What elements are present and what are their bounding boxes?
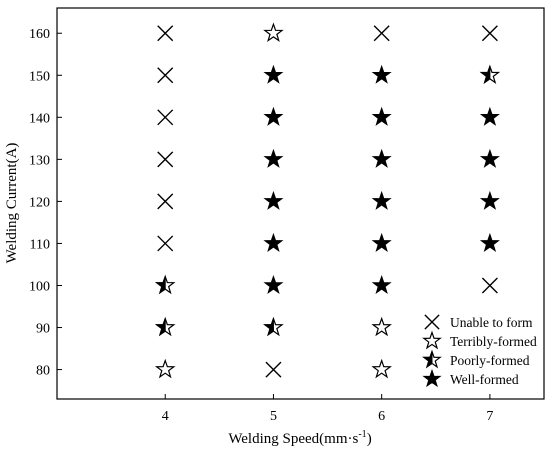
y-tick-label: 90	[36, 322, 50, 337]
x-tick-label: 6	[378, 409, 385, 424]
data-point-filled-star	[479, 106, 500, 126]
data-point-hollow-star	[371, 358, 392, 379]
data-point-filled-star	[479, 190, 500, 210]
data-point-filled-star	[371, 232, 392, 252]
data-point-filled-star	[371, 64, 392, 84]
data-points	[154, 22, 501, 379]
data-point-x	[481, 277, 498, 294]
data-point-filled-star	[263, 232, 284, 252]
x-axis-title-superscript: -1	[358, 429, 366, 440]
y-tick-label: 150	[29, 69, 50, 84]
legend-label: Poorly-formed	[450, 353, 530, 368]
data-point-filled-star	[371, 148, 392, 168]
data-point-hollow-star	[154, 358, 176, 379]
x-tick-label: 5	[270, 409, 277, 424]
y-tick-label: 80	[36, 364, 50, 379]
data-point-half-star	[263, 316, 284, 337]
data-point-x	[157, 25, 174, 42]
y-tick-label: 160	[29, 27, 50, 42]
legend-label: Unable to form	[450, 315, 533, 330]
data-point-x	[157, 193, 174, 210]
data-point-filled-star	[263, 148, 284, 168]
data-point-x	[481, 25, 498, 42]
y-tick-label: 100	[29, 279, 50, 294]
data-point-hollow-star	[263, 22, 284, 42]
legend-label: Terribly-formed	[450, 334, 537, 349]
y-axis-title: Welding Current(A)	[4, 143, 20, 264]
x-axis-title: Welding Speed(mm·s-1)	[228, 429, 371, 447]
data-point-filled-star	[371, 106, 392, 126]
plot-frame	[56, 7, 545, 400]
y-tick-label: 140	[29, 111, 50, 126]
data-point-x	[373, 25, 390, 42]
data-point-half-star	[479, 64, 501, 85]
data-point-x	[157, 235, 174, 252]
axis-ticks	[57, 32, 491, 399]
data-point-half-star	[154, 274, 176, 295]
data-point-x	[157, 67, 174, 84]
data-point-filled-star	[371, 274, 392, 295]
legend-hollow-star-icon	[422, 330, 442, 350]
data-point-filled-star	[479, 148, 500, 168]
data-point-filled-star	[263, 190, 284, 210]
data-point-x	[157, 109, 174, 126]
legend-x-icon	[424, 314, 440, 330]
data-point-half-star	[154, 316, 176, 337]
legend-label: Well-formed	[450, 372, 519, 387]
y-tick-label: 120	[29, 195, 50, 210]
x-tick-label: 7	[486, 409, 493, 424]
legend-half-star-icon	[422, 349, 442, 369]
data-point-filled-star	[371, 190, 392, 210]
data-point-x	[157, 151, 174, 168]
y-tick-label: 130	[29, 153, 50, 168]
data-point-x	[265, 361, 282, 378]
x-tick-label: 4	[162, 409, 169, 424]
legend: Unable to formTerribly-formedPoorly-form…	[422, 314, 537, 388]
data-point-filled-star	[479, 232, 500, 252]
y-tick-label: 110	[30, 237, 50, 252]
data-point-hollow-star	[371, 316, 392, 337]
tick-labels: 4 5 6 7 80 90 100 110 120 130 140 150 160	[29, 27, 493, 424]
data-point-filled-star	[263, 274, 284, 295]
legend-filled-star-icon	[422, 368, 442, 388]
data-point-filled-star	[263, 106, 284, 126]
data-point-filled-star	[263, 64, 284, 84]
